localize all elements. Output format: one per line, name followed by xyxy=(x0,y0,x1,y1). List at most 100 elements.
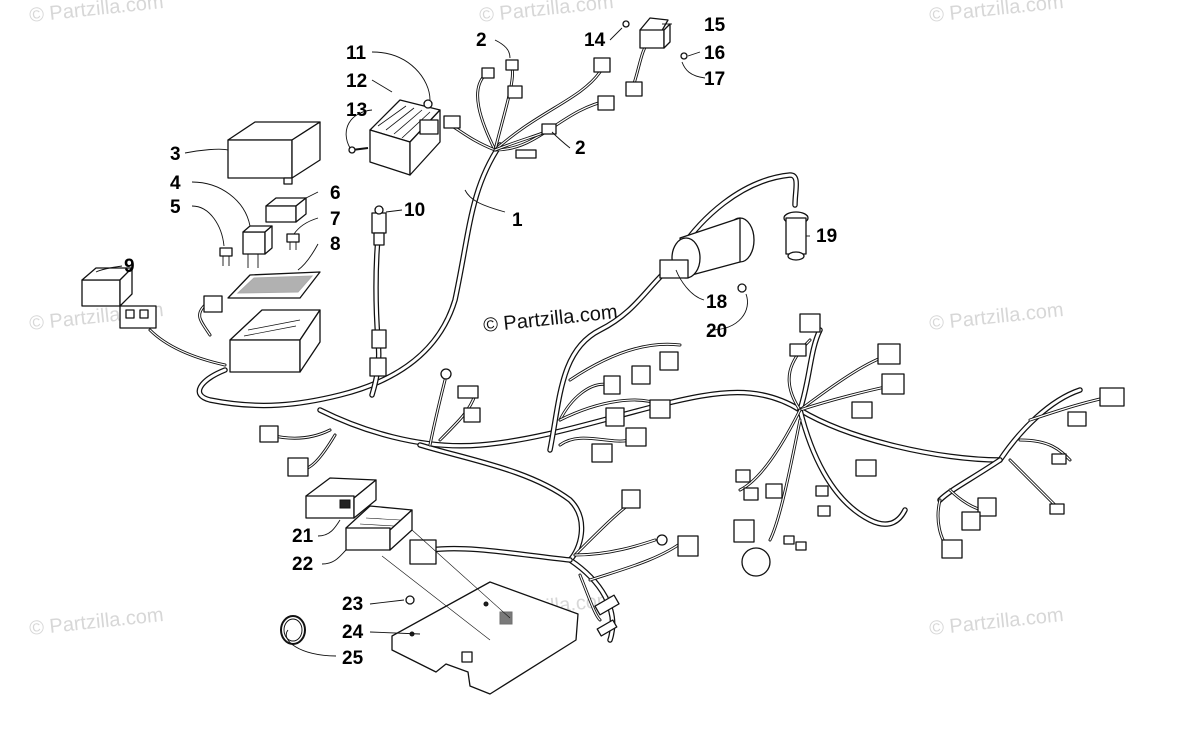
module-nut xyxy=(622,20,630,28)
callout-20: 20 xyxy=(706,321,727,342)
connector-mid-i xyxy=(463,407,481,423)
connector-right-b xyxy=(789,343,807,357)
switch-a xyxy=(735,469,751,483)
callout-numbers: 1 2 2 3 4 5 6 7 8 9 10 11 12 13 14 15 16… xyxy=(124,15,837,669)
callout-22: 22 xyxy=(292,554,313,575)
callout-23: 23 xyxy=(342,594,363,615)
connector-far-g xyxy=(941,539,963,559)
indicator-socket xyxy=(741,547,771,577)
terminal-b xyxy=(817,505,831,517)
connector-top-c xyxy=(593,57,611,73)
callout-19: 19 xyxy=(816,226,837,247)
regulator-screw xyxy=(348,146,369,154)
callout-8: 8 xyxy=(330,234,341,255)
callout-16: 16 xyxy=(704,43,725,64)
connector-bottom-a xyxy=(409,539,437,565)
connector-top-f xyxy=(507,85,523,99)
connector-top-e xyxy=(625,81,643,97)
connector-bottom-b xyxy=(621,489,641,509)
connector-left-a xyxy=(259,425,279,443)
fuse-small-right xyxy=(286,233,300,250)
relay-large xyxy=(265,197,307,223)
connector-right-f xyxy=(855,459,877,477)
control-module-small xyxy=(639,17,671,49)
coil-screw xyxy=(737,283,747,293)
watermark-top-right: © Partzilla.com xyxy=(928,0,1064,27)
callout-10: 10 xyxy=(404,200,425,221)
clamp-ring xyxy=(280,615,306,645)
callout-4: 4 xyxy=(170,173,181,194)
ring-terminal-b xyxy=(656,534,668,546)
mounting-plate xyxy=(391,581,579,695)
spark-plug-cap xyxy=(783,211,809,261)
connector-far-a xyxy=(1099,387,1125,407)
connector-left-b xyxy=(287,457,309,477)
connector-mid-f xyxy=(625,427,647,447)
connector-top-g xyxy=(443,115,461,129)
callout-13: 13 xyxy=(346,100,367,121)
terminal-d xyxy=(795,541,807,551)
switch-c xyxy=(765,483,783,499)
callout-1: 1 xyxy=(512,210,523,231)
callout-15: 15 xyxy=(704,15,726,36)
plate-nut xyxy=(405,595,415,605)
connector-mid-c xyxy=(659,351,679,371)
callout-3: 3 xyxy=(170,144,181,165)
connector-right-d xyxy=(881,373,905,395)
connector-top-d xyxy=(597,95,615,111)
ring-terminal-a xyxy=(440,368,452,380)
watermark-bottom-right: © Partzilla.com xyxy=(928,604,1064,640)
connector-far-c xyxy=(1051,453,1067,465)
connector-far-d xyxy=(1049,503,1065,515)
callout-14: 14 xyxy=(584,30,606,51)
switch-b xyxy=(743,487,759,501)
connector-left-c xyxy=(203,295,223,313)
callout-2-top: 2 xyxy=(476,30,487,51)
connector-far-f xyxy=(961,511,981,531)
connector-far-b xyxy=(1067,411,1087,427)
callout-5: 5 xyxy=(170,197,181,218)
callout-7: 7 xyxy=(330,209,341,230)
callout-9: 9 xyxy=(124,256,135,277)
switch-d xyxy=(733,519,755,543)
connector-right-a xyxy=(799,313,821,333)
terminal-c xyxy=(783,535,795,545)
ecu-module xyxy=(305,477,377,519)
module-screw xyxy=(680,52,688,60)
connector-top-i xyxy=(515,149,537,159)
connector-mid-a xyxy=(603,375,621,395)
callout-18: 18 xyxy=(706,292,727,313)
watermark-top-center: © Partzilla.com xyxy=(478,0,614,27)
fuse-box-cover xyxy=(227,121,321,185)
connector-mid-b xyxy=(631,365,651,385)
rectifier-module xyxy=(345,505,413,551)
connector-top-h xyxy=(541,123,557,135)
callout-2-right: 2 xyxy=(575,138,586,159)
watermark-top-left: © Partzilla.com xyxy=(28,0,164,27)
callout-12: 12 xyxy=(346,71,367,92)
components xyxy=(81,17,1125,695)
relay-small xyxy=(242,225,273,268)
connector-bottom-d xyxy=(594,594,620,616)
callout-24: 24 xyxy=(342,622,364,643)
connector-mid-h xyxy=(457,385,479,399)
connector-block xyxy=(81,267,133,307)
temperature-sensor xyxy=(369,205,387,377)
callout-6: 6 xyxy=(330,183,341,204)
connector-top-b xyxy=(505,59,519,71)
connector-right-e xyxy=(851,401,873,419)
connector-bottom-c xyxy=(677,535,699,557)
callout-11: 11 xyxy=(346,43,367,64)
connector-bottom-e xyxy=(596,619,618,637)
callout-25: 25 xyxy=(342,648,364,669)
regulator-nut xyxy=(423,99,433,109)
plug-connector-9 xyxy=(119,305,157,329)
watermark-bottom-left: © Partzilla.com xyxy=(28,604,164,640)
terminal-a xyxy=(815,485,829,497)
voltage-regulator xyxy=(369,99,441,176)
callout-21: 21 xyxy=(292,526,314,547)
connector-mid-g xyxy=(591,443,613,463)
leader-lines xyxy=(95,23,810,657)
callout-17: 17 xyxy=(704,69,725,90)
